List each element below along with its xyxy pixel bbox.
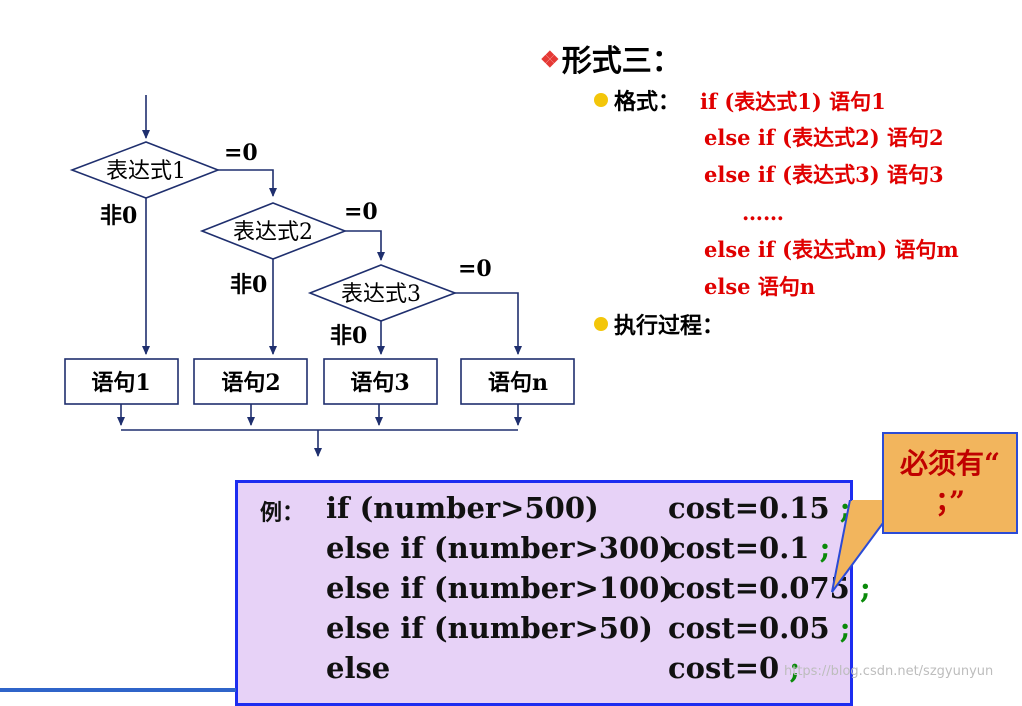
example-box: 例： if (number>500) cost=0.15 ; else if (… [235,480,871,706]
format-line-2: else if (表达式2) 语句2 [704,125,944,150]
callout-box: 必须有“ ；” [882,432,1018,534]
bullet-dot-icon [594,317,608,331]
example-assign-5: cost=0 ; [668,651,801,685]
nonzero-label-1: 非0 [100,203,137,229]
condition-label-2: 表达式2 [233,220,313,245]
section-heading-text: 形式三： [561,44,682,79]
example-assign-4: cost=0.05 ; [668,611,851,645]
condition-label-3: 表达式3 [341,282,421,307]
format-line-ellipsis: …… [742,200,784,225]
example-assign-3: cost=0.075 ; [668,571,871,605]
format-line-3: else if (表达式3) 语句3 [704,162,944,187]
format-label-row: 格式： [594,84,680,116]
callout-line-2: ；” [934,485,966,518]
statement-label-n: 语句n [488,370,548,396]
example-cond-5: else [326,651,391,685]
statement-box-n [460,358,575,405]
example-label: 例： [260,500,305,526]
zero-label-3: =0 [458,256,492,282]
bottom-accent-bar [0,688,236,692]
zero-label-1: =0 [224,140,258,166]
nonzero-label-3: 非0 [330,323,367,349]
example-cond-3: else if (number>100) [326,571,674,605]
section-heading: ❖形式三： [540,36,682,80]
bullet-dot-icon [594,93,608,107]
example-cond-4: else if (number>50) [326,611,653,645]
nonzero-label-2: 非0 [230,272,267,298]
zero-label-2: =0 [344,199,378,225]
statement-box-1 [64,358,179,405]
callout-line-1: 必须有“ [899,447,1001,480]
process-label-row: 执行过程： [594,308,724,340]
example-cond-1: if (number>500) [326,491,599,525]
format-line-else: else 语句n [704,274,816,299]
format-line-1: if (表达式1) 语句1 [700,89,886,114]
format-label: 格式： [614,89,681,115]
statement-box-2 [193,358,308,405]
diamond-bullet-icon: ❖ [540,47,560,73]
statement-box-3 [323,358,438,405]
flowchart: 表达式1 表达式2 表达式3 =0 =0 =0 非0 非0 非0 语句1 语句2… [64,95,575,457]
statement-label-2: 语句2 [221,370,280,396]
example-assign-1: cost=0.15 ; [668,491,851,525]
statement-label-1: 语句1 [91,370,150,396]
zero-arrow-3 [455,292,522,355]
zero-arrow-2 [345,230,385,261]
zero-arrow-1 [218,169,277,197]
process-label: 执行过程： [614,313,725,339]
example-assign-2: cost=0.1 ; [668,531,831,565]
format-line-m: else if (表达式m) 语句m [704,237,959,262]
condition-label-1: 表达式1 [106,159,186,184]
watermark-text: https://blog.csdn.net/szgyunyun [784,664,994,679]
example-cond-2: else if (number>300) [326,531,674,565]
statement-label-3: 语句3 [350,370,409,396]
